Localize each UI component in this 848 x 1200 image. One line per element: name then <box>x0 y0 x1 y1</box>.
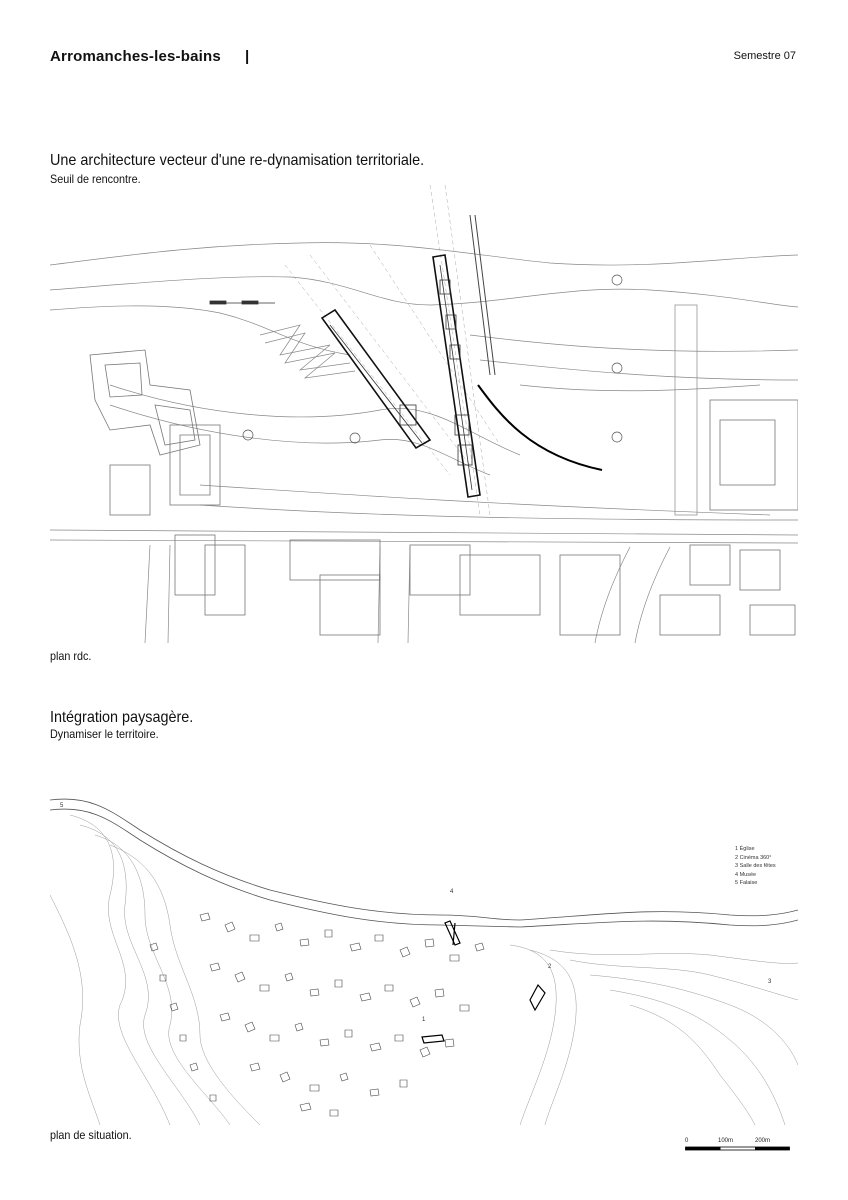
section1-subtitle: Seuil de rencontre. <box>50 172 141 186</box>
scale-label-0: 0 <box>685 1138 689 1144</box>
project-title: Arromanches-les-bains <box>50 48 221 65</box>
semester-label: Semestre 07 <box>733 50 796 62</box>
legend-item: 4 Musée <box>735 871 757 878</box>
legend-item: 2 Cinéma 360° <box>735 854 772 861</box>
svg-text:3: 3 <box>768 979 772 985</box>
section1-title: Une architecture vecteur d'une re-dynami… <box>50 152 425 169</box>
svg-text:4: 4 <box>450 889 454 895</box>
section2-title: Intégration paysagère. <box>50 709 194 726</box>
site-plan: 5 4 2 3 1 <box>50 798 798 1125</box>
legend-item: 3 Salle des fêtes <box>735 863 776 869</box>
svg-text:2: 2 <box>548 964 552 970</box>
legend-item: 1 Église <box>735 846 755 852</box>
scale-label-100: 100m <box>718 1138 734 1144</box>
svg-text:5: 5 <box>60 803 64 809</box>
svg-text:1: 1 <box>422 1017 426 1023</box>
title-separator: | <box>245 48 250 65</box>
legend-item: 5 Falaise <box>735 880 758 886</box>
section2-caption: plan de situation. <box>50 1128 132 1142</box>
section1-caption: plan rdc. <box>50 649 92 663</box>
scale-bar <box>685 1146 790 1151</box>
site-legend: 1 Église 2 Cinéma 360° 3 Salle des fêtes… <box>735 845 776 888</box>
ground-floor-plan <box>50 185 798 643</box>
scale-label-200: 200m <box>755 1138 771 1144</box>
section2-subtitle: Dynamiser le territoire. <box>50 727 159 741</box>
